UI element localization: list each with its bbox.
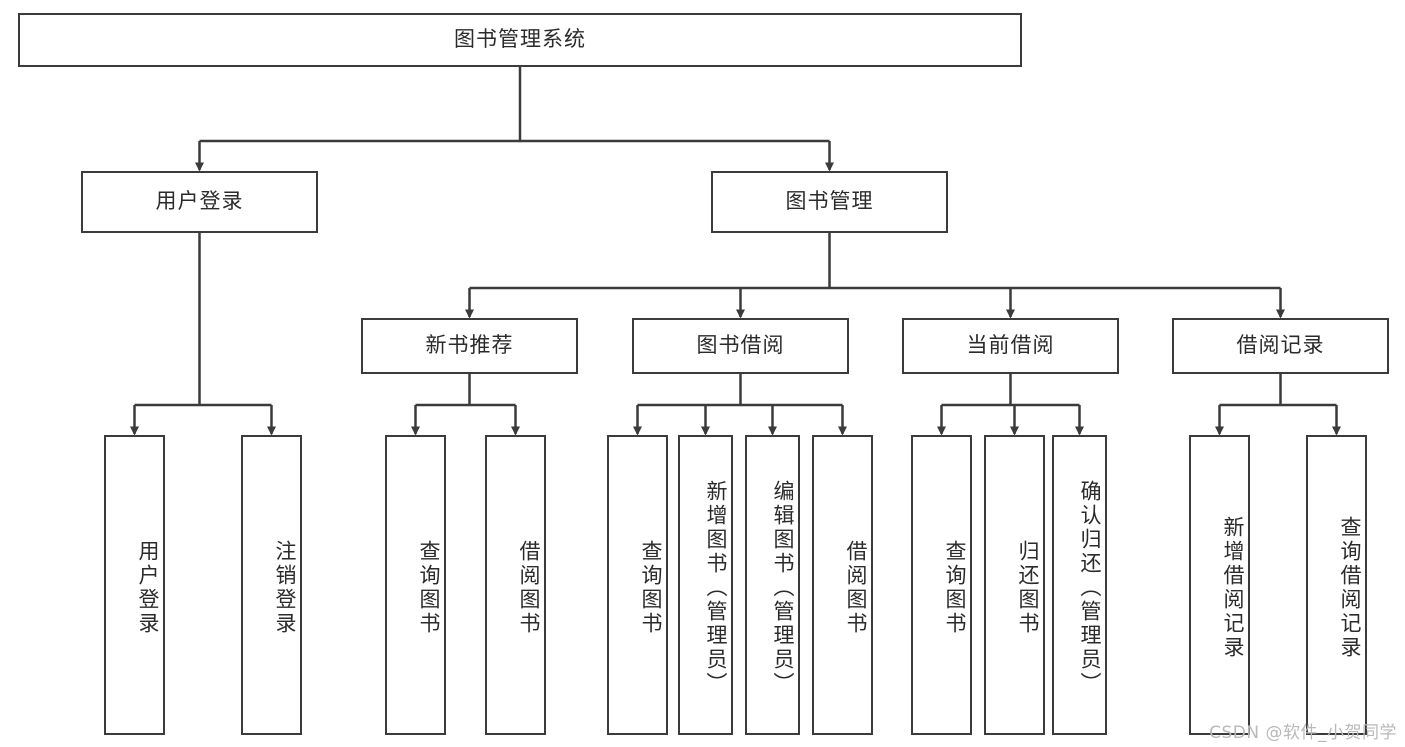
node-book-borrow[interactable]: 图书借阅	[632, 318, 849, 374]
node-label: 新增图书（管理员）	[704, 480, 728, 696]
node-label: 归还图书	[1016, 540, 1040, 636]
node-leaf-return-book[interactable]: 归还图书	[984, 435, 1045, 735]
node-leaf-logout[interactable]: 注销登录	[241, 435, 302, 735]
node-label: 当前借阅	[966, 333, 1055, 358]
node-user-login[interactable]: 用户登录	[81, 171, 318, 233]
node-label: 借阅记录	[1236, 333, 1325, 358]
node-current-borrow[interactable]: 当前借阅	[902, 318, 1119, 374]
edge-group	[130, 67, 1341, 436]
node-label: 查询图书	[639, 540, 663, 636]
node-label: 图书管理	[785, 189, 874, 214]
node-leaf-add-book[interactable]: 新增图书（管理员）	[678, 435, 733, 735]
node-leaf-user-login[interactable]: 用户登录	[104, 435, 165, 735]
node-leaf-borrow-book-2[interactable]: 借阅图书	[812, 435, 873, 735]
node-leaf-query-book-1[interactable]: 查询图书	[385, 435, 446, 735]
node-leaf-confirm-return[interactable]: 确认归还（管理员）	[1052, 435, 1107, 735]
node-label: 编辑图书（管理员）	[771, 480, 795, 696]
watermark-label: CSDN @软件_小贺同学	[1209, 723, 1397, 743]
node-label: 用户登录	[155, 189, 244, 214]
node-root[interactable]: 图书管理系统	[18, 13, 1022, 67]
node-label: 查询图书	[417, 540, 441, 636]
node-label: 图书管理系统	[454, 27, 586, 52]
node-label: 借阅图书	[517, 540, 541, 636]
node-label: 用户登录	[136, 540, 160, 636]
node-leaf-add-record[interactable]: 新增借阅记录	[1189, 435, 1250, 735]
node-label: 借阅图书	[844, 540, 868, 636]
node-leaf-borrow-book-1[interactable]: 借阅图书	[485, 435, 546, 735]
node-label: 图书借阅	[696, 333, 785, 358]
node-label: 注销登录	[273, 540, 297, 636]
node-new-book-recommend[interactable]: 新书推荐	[361, 318, 578, 374]
node-label: 查询图书	[943, 540, 967, 636]
node-leaf-edit-book[interactable]: 编辑图书（管理员）	[745, 435, 800, 735]
node-label: 新书推荐	[425, 333, 514, 358]
node-leaf-query-record[interactable]: 查询借阅记录	[1306, 435, 1367, 735]
node-book-manage[interactable]: 图书管理	[711, 171, 948, 233]
node-label: 查询借阅记录	[1338, 516, 1362, 660]
node-leaf-query-book-3[interactable]: 查询图书	[911, 435, 972, 735]
node-leaf-query-book-2[interactable]: 查询图书	[607, 435, 668, 735]
node-label: 新增借阅记录	[1221, 516, 1245, 660]
node-borrow-record[interactable]: 借阅记录	[1172, 318, 1389, 374]
node-label: 确认归还（管理员）	[1078, 480, 1102, 696]
